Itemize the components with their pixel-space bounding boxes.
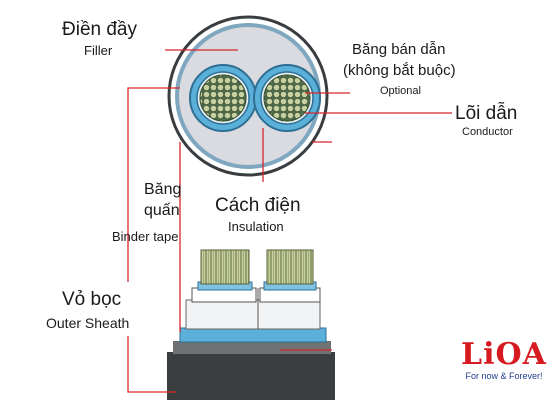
leader-sheath-bottom xyxy=(127,336,176,393)
cable-cross-section xyxy=(167,15,329,177)
side-conductor-right xyxy=(266,249,314,285)
side-conductor-left xyxy=(200,249,250,285)
side-sheath-top xyxy=(173,341,331,354)
label-binder-en: Binder tape xyxy=(112,229,179,244)
label-semi-tape-vi: Băng bán dẫn xyxy=(352,41,446,58)
label-conductor-vi: Lõi dẫn xyxy=(455,103,518,124)
label-filler-vi: Điền đầy xyxy=(62,19,137,40)
label-insulation-en: Insulation xyxy=(228,219,284,234)
label-sheath-en: Outer Sheath xyxy=(46,315,130,331)
side-filler xyxy=(185,299,321,330)
logo-wordmark: LiOA xyxy=(461,337,547,372)
label-filler-en: Filler xyxy=(84,43,113,58)
side-outer-sheath xyxy=(167,352,335,400)
label-binder-vi-1: Băng xyxy=(144,181,182,198)
cable-side-view xyxy=(167,249,335,400)
lioa-logo: LiOA For now & Forever! xyxy=(452,340,556,381)
logo-tagline: For now & Forever! xyxy=(465,371,543,381)
label-semi-tape-vi-note: (không bắt buộc) xyxy=(343,62,456,79)
conductor-left xyxy=(199,74,247,122)
conductor-right xyxy=(263,74,311,122)
label-semi-tape-en: Optional xyxy=(380,85,421,97)
side-binder-tape xyxy=(179,327,327,343)
label-conductor-en: Conductor xyxy=(462,126,513,138)
label-binder-vi-2: quấn xyxy=(144,202,180,219)
leader-lines xyxy=(127,49,452,393)
label-sheath-vi: Vỏ bọc xyxy=(62,289,122,310)
label-insulation-vi: Cách điện xyxy=(215,195,301,216)
leader-sheath-left xyxy=(127,87,180,282)
